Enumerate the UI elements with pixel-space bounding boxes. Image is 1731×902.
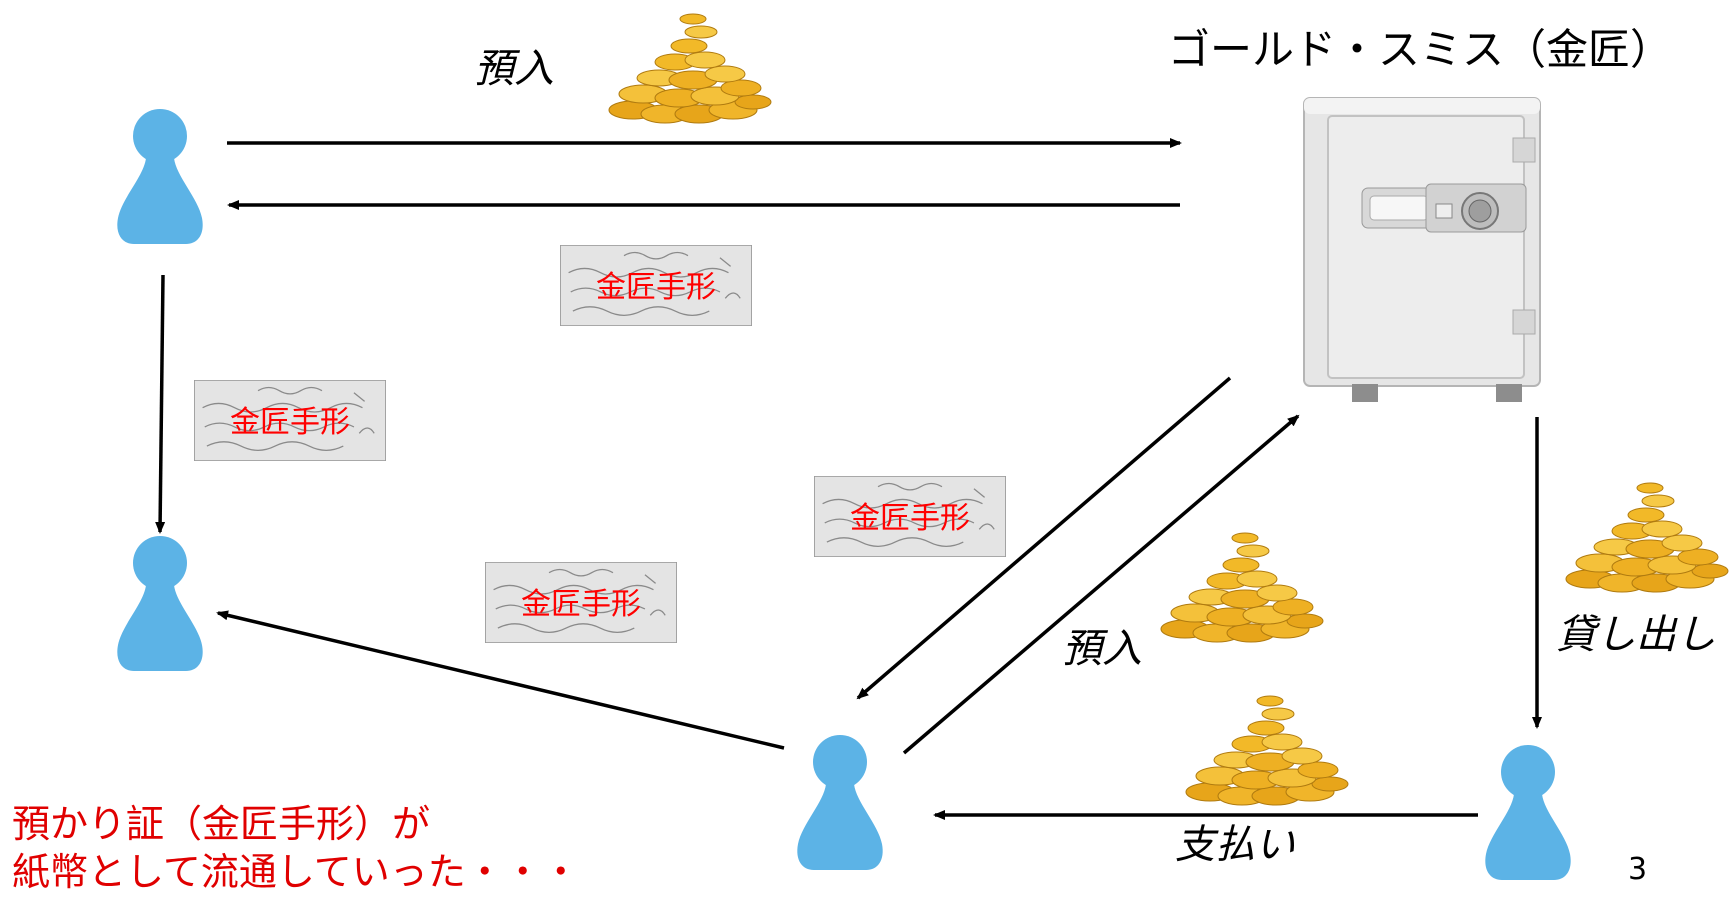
bill-label: 金匠手形 — [230, 405, 350, 440]
arrow-bill-circulation — [216, 610, 785, 750]
bill-label: 金匠手形 — [521, 587, 641, 622]
person-icon-recipient — [117, 536, 203, 671]
gold-smith-bill-4: 金匠手形 — [485, 562, 677, 643]
safe-icon — [1303, 97, 1541, 402]
arrow-deposit-mid — [902, 414, 1300, 755]
bill-label: 金匠手形 — [850, 501, 970, 536]
circulation-note: 預かり証（金匠手形）が 紙幣として流通していった・・・ — [12, 800, 580, 896]
bill-label: 金匠手形 — [596, 270, 716, 305]
page-title: ゴールド・スミス（金匠） — [1168, 25, 1673, 74]
arrow-bill-to-safe-down — [856, 376, 1232, 700]
person-icon-payee — [797, 735, 883, 870]
arrows — [155, 138, 1542, 820]
note-line-1: 預かり証（金匠手形）が — [12, 802, 431, 846]
note-line-2: 紙幣として流通していった・・・ — [12, 850, 580, 894]
label-payment: 支払い — [1175, 822, 1295, 868]
gold-coins-icon-lending — [1565, 482, 1729, 593]
gold-smith-bill-2: 金匠手形 — [194, 380, 386, 461]
gold-coins-icon-top — [608, 13, 772, 124]
gold-smith-bill-3: 金匠手形 — [814, 476, 1006, 557]
arrow-bill-transfer-down — [155, 274, 166, 534]
label-deposit-top: 預入 — [474, 46, 554, 92]
gold-coins-icon-deposit — [1160, 532, 1324, 643]
person-icon-depositor — [117, 109, 203, 244]
gold-smith-bill-1: 金匠手形 — [560, 245, 752, 326]
label-lending: 貸し出し — [1556, 612, 1716, 658]
label-deposit-mid: 預入 — [1062, 626, 1142, 672]
gold-coins-icon-payment — [1185, 695, 1349, 806]
page-number: 3 — [1628, 852, 1648, 887]
person-icon-borrower — [1485, 745, 1571, 880]
